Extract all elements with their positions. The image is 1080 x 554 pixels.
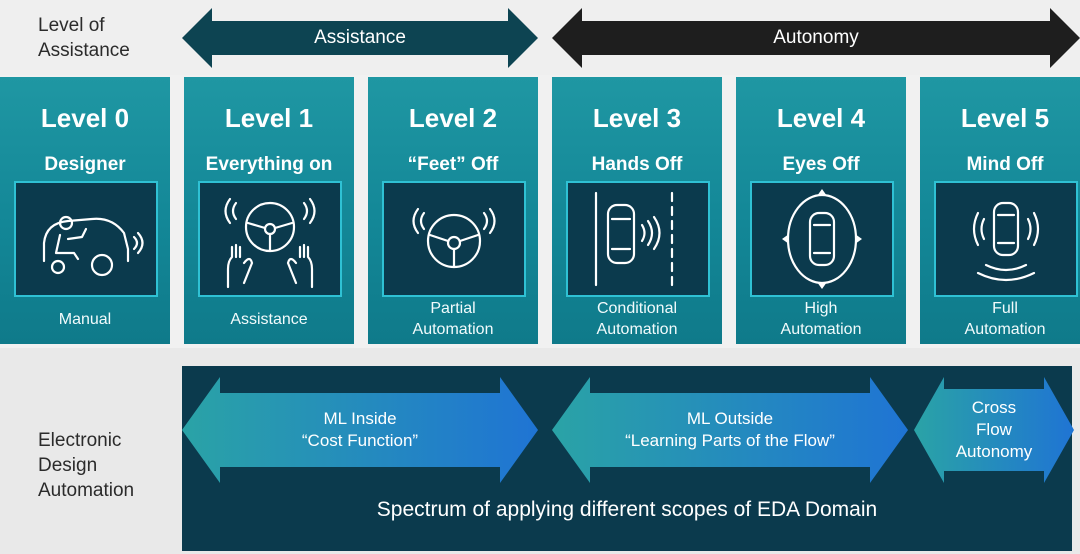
level-name: Everything on — [205, 154, 333, 175]
level-description: Conditional Automation — [596, 300, 678, 338]
level-5-card: Level 5 Mind Off Full Automation — [920, 77, 1080, 344]
level-description: Manual — [58, 310, 112, 328]
car-in-lane-icon — [566, 181, 710, 297]
driver-car-icon — [14, 181, 158, 297]
ml-inside-arrow: ML Inside “Cost Function” — [182, 377, 538, 483]
level-name: Designer — [44, 154, 126, 175]
level-title: Level 5 — [960, 103, 1050, 133]
level-description: Assistance — [230, 310, 308, 328]
level-description: Full Automation — [964, 300, 1046, 338]
ml-outside-label: ML Outside “Learning Parts of the Flow” — [625, 409, 835, 450]
steering-wheel-icon — [382, 181, 526, 297]
autonomy-arrow-label: Autonomy — [773, 27, 859, 48]
autonomy-arrow: Autonomy — [552, 8, 1080, 68]
level-name: Eyes Off — [782, 154, 860, 175]
level-name: Hands Off — [591, 154, 683, 175]
ml-inside-label: ML Inside “Cost Function” — [301, 409, 419, 450]
level-title: Level 0 — [40, 103, 130, 133]
level-title: Level 4 — [776, 103, 866, 133]
ml-outside-arrow: ML Outside “Learning Parts of the Flow” — [552, 377, 908, 483]
level-name: “Feet” Off — [407, 154, 499, 175]
level-title: Level 2 — [408, 103, 498, 133]
level-description: High Automation — [780, 300, 862, 338]
level-3-card: Level 3 Hands Off Conditional Automation — [552, 77, 722, 344]
car-radar-icon — [750, 181, 894, 297]
cross-flow-arrow: Cross Flow Autonomy — [914, 377, 1074, 483]
spectrum-caption: Spectrum of applying different scopes of… — [376, 498, 878, 521]
level-description: Partial Automation — [412, 300, 494, 338]
level-name: Mind Off — [966, 154, 1044, 175]
eda-label: Electronic Design Automation — [38, 430, 135, 501]
level-1-card: Level 1 Everything on Assistance — [184, 77, 354, 344]
level-of-assistance-label: Level of Assistance — [38, 15, 130, 61]
hands-on-wheel-icon — [198, 181, 342, 297]
level-title: Level 1 — [224, 103, 314, 133]
cross-flow-label: Cross Flow Autonomy — [955, 398, 1033, 461]
level-2-card: Level 2 “Feet” Off Partial Automation — [368, 77, 538, 344]
assistance-arrow: Assistance — [182, 8, 538, 68]
level-title: Level 3 — [592, 103, 682, 133]
level-0-card: Level 0 Designer Manual — [0, 77, 170, 344]
assistance-arrow-label: Assistance — [314, 27, 406, 48]
level-4-card: Level 4 Eyes Off High Automation — [736, 77, 906, 344]
autonomous-car-icon — [934, 181, 1078, 297]
